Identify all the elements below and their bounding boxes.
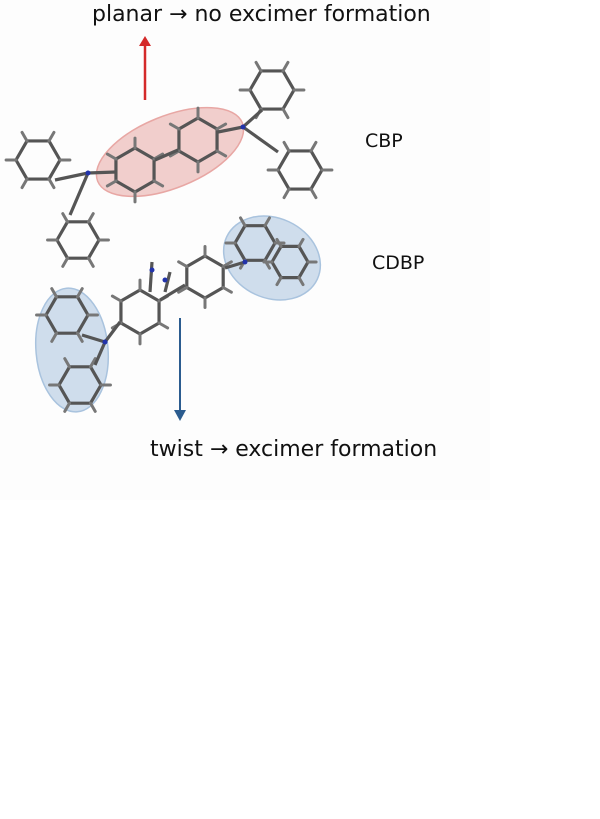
hydrogen-bond bbox=[110, 294, 123, 303]
nitrogen-atom bbox=[102, 339, 108, 345]
hydrogen-bond bbox=[177, 260, 189, 268]
hydrogen-bond bbox=[61, 212, 69, 224]
bond bbox=[93, 341, 107, 366]
bond bbox=[148, 261, 154, 293]
bond bbox=[163, 271, 172, 293]
bond bbox=[159, 283, 186, 302]
down-arrow-head bbox=[174, 410, 186, 421]
nitrogen-atom bbox=[85, 170, 91, 176]
hydrogen-bond bbox=[263, 216, 271, 228]
nitrogen-atom bbox=[149, 267, 155, 273]
hydrogen-bond bbox=[168, 122, 181, 131]
bond bbox=[68, 172, 90, 216]
hydrogen-bond bbox=[20, 130, 29, 143]
bond bbox=[224, 260, 246, 270]
hydrogen-bond bbox=[281, 60, 290, 73]
cdbp-ring bbox=[185, 254, 225, 300]
hydrogen-bond bbox=[309, 140, 318, 153]
hydrogen-bond bbox=[87, 256, 95, 268]
hydrogen-bond bbox=[47, 177, 56, 190]
hydrogen-bond bbox=[254, 60, 263, 73]
bond bbox=[242, 125, 279, 154]
hydrogen-bond bbox=[87, 212, 95, 224]
hydrogen-bond bbox=[215, 122, 228, 131]
bond bbox=[54, 171, 89, 182]
cbp-ring bbox=[276, 149, 324, 191]
cbp-ring bbox=[14, 139, 62, 181]
hydrogen-bond bbox=[105, 179, 118, 188]
hydrogen-bond bbox=[215, 149, 228, 158]
nitrogen-atom bbox=[240, 124, 246, 130]
bond bbox=[81, 333, 106, 344]
hydrogen-bond bbox=[89, 401, 97, 413]
hydrogen-bond bbox=[76, 287, 84, 299]
bond bbox=[154, 148, 179, 162]
molecule-drawing bbox=[4, 36, 334, 421]
hydrogen-bond bbox=[152, 179, 165, 188]
planar-annotation: planar → no excimer formation bbox=[92, 2, 431, 27]
hydrogen-bond bbox=[297, 276, 305, 287]
hydrogen-bond bbox=[63, 401, 71, 413]
hydrogen-bond bbox=[177, 286, 189, 294]
hydrogen-bond bbox=[309, 187, 318, 200]
bond bbox=[103, 321, 122, 343]
hydrogen-bond bbox=[239, 216, 247, 228]
twist-annotation: twist → excimer formation bbox=[150, 437, 438, 462]
hydrogen-bond bbox=[89, 357, 97, 369]
bond bbox=[241, 108, 264, 129]
nitrogen-atom bbox=[242, 259, 248, 265]
hydrogen-bond bbox=[50, 331, 58, 343]
hydrogen-bond bbox=[76, 331, 84, 343]
cdbp-label: CDBP bbox=[372, 252, 425, 274]
hydrogen-bond bbox=[61, 256, 69, 268]
hydrogen-bond bbox=[275, 276, 283, 287]
cbp-label: CBP bbox=[365, 130, 403, 152]
hydrogen-bond bbox=[297, 237, 305, 248]
hydrogen-bond bbox=[221, 260, 233, 268]
hydrogen-bond bbox=[221, 286, 233, 294]
hydrogen-bond bbox=[20, 177, 29, 190]
nitrogen-atom bbox=[162, 277, 168, 283]
hydrogen-bond bbox=[105, 152, 118, 161]
hydrogen-bond bbox=[282, 187, 291, 200]
up-arrow-head bbox=[139, 36, 151, 46]
cdbp-ring bbox=[119, 288, 161, 336]
hydrogen-bond bbox=[157, 321, 170, 330]
bond bbox=[87, 170, 117, 175]
cdbp-carbazole-highlight bbox=[34, 287, 110, 413]
cdbp-carbazole-highlight bbox=[222, 215, 322, 301]
hydrogen-bond bbox=[282, 140, 291, 153]
cbp-ring bbox=[55, 220, 101, 260]
molecular-structure-figure: planar → no excimer formation CBP CDBP t… bbox=[0, 0, 490, 500]
bond bbox=[217, 125, 244, 134]
hydrogen-bond bbox=[50, 287, 58, 299]
hydrogen-bond bbox=[281, 107, 290, 120]
cbp-ring bbox=[248, 69, 296, 111]
hydrogen-bond bbox=[47, 130, 56, 143]
hydrogen-bond bbox=[275, 237, 283, 248]
hydrogen-bond bbox=[63, 357, 71, 369]
